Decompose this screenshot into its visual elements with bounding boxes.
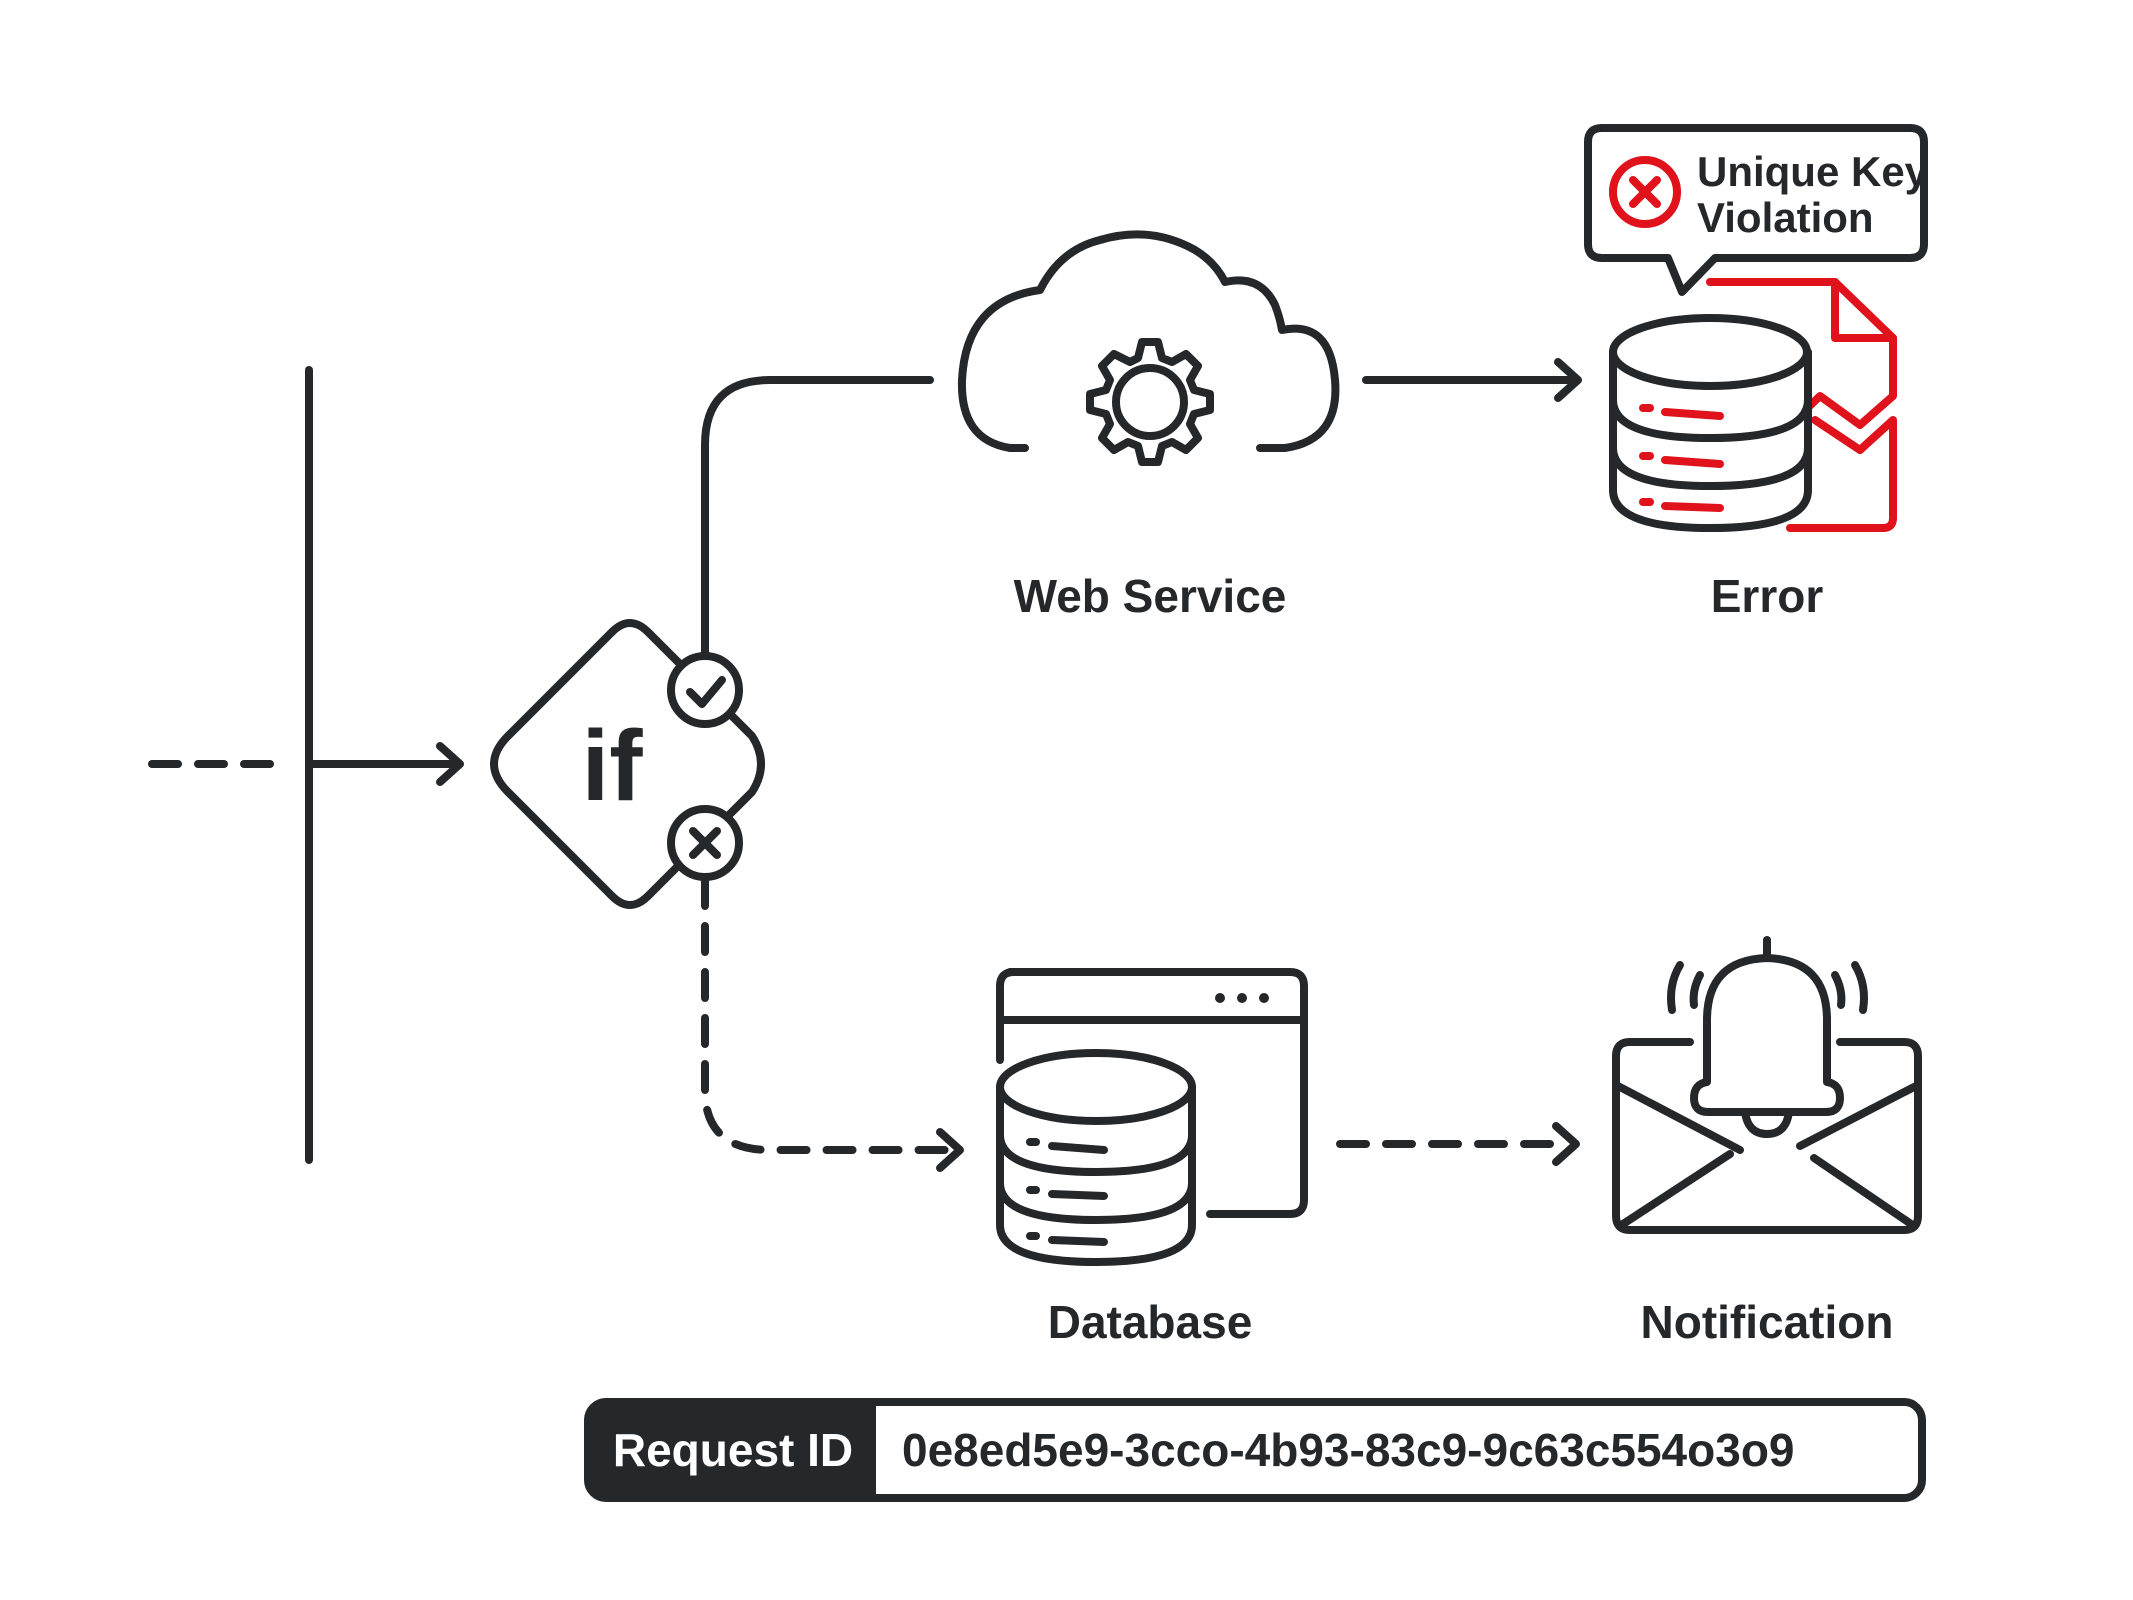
x-circle-icon (1609, 156, 1681, 228)
decision-label: if (581, 710, 643, 822)
database-window-icon[interactable] (996, 968, 1308, 1266)
web-service-label: Web Service (1014, 570, 1287, 622)
error-callout-line1: Unique Key (1697, 148, 1929, 195)
database-error-icon[interactable] (1609, 278, 1897, 532)
database-label: Database (1048, 1296, 1253, 1348)
request-id-bar: Request ID 0e8ed5e9-3cco-4b93-83c9-9c63c… (584, 1398, 1926, 1502)
request-id-label: Request ID (613, 1424, 853, 1476)
error-callout: Unique Key Violation (1584, 124, 1929, 296)
web-service-to-error-arrow (1362, 358, 1582, 402)
request-id-value[interactable]: 0e8ed5e9-3cco-4b93-83c9-9c63c554o3o9 (902, 1424, 1795, 1476)
x-icon (667, 805, 743, 881)
notification-label: Notification (1641, 1296, 1894, 1348)
check-icon (667, 652, 743, 728)
error-callout-line2: Violation (1697, 194, 1874, 241)
envelope-bell-icon[interactable] (1612, 936, 1922, 1234)
error-label: Error (1711, 570, 1824, 622)
cloud-gear-icon[interactable] (957, 230, 1340, 466)
database-to-notification-arrow (1336, 1122, 1580, 1166)
false-path-connector (701, 876, 964, 1172)
true-path-connector (701, 376, 934, 660)
decision-node[interactable]: if (490, 619, 765, 909)
entry-connector (148, 366, 464, 1164)
